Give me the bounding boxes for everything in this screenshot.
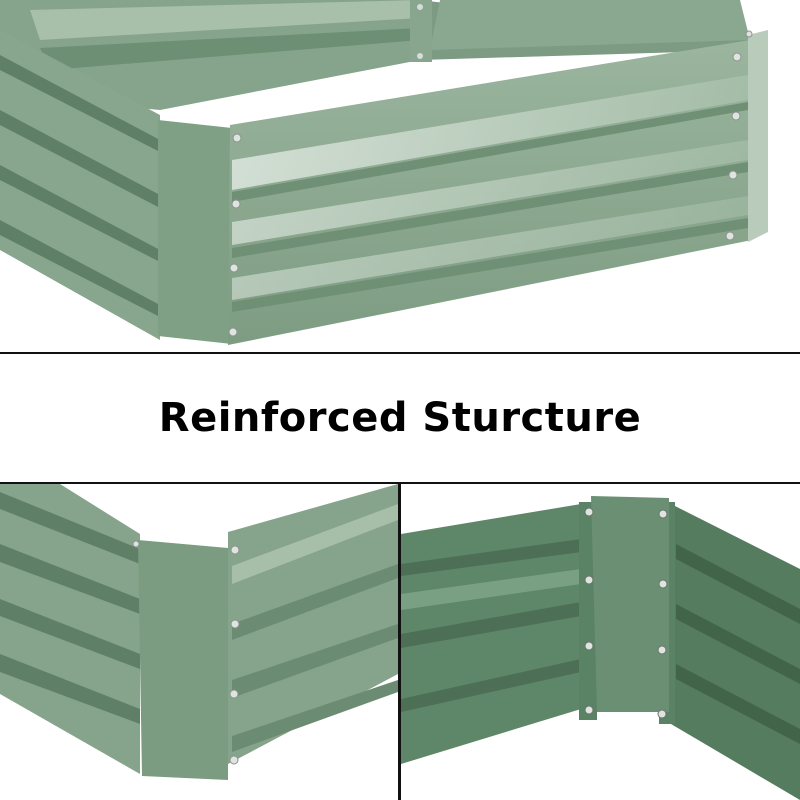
divider-vertical — [398, 482, 401, 800]
caption-title: Reinforced Sturcture — [158, 395, 642, 441]
bolt-icons — [132, 540, 240, 765]
inner-corner-bracket-illustration — [401, 496, 800, 800]
outer-corner-illustration — [0, 484, 398, 780]
product-image-bottom-right — [401, 484, 800, 800]
product-image-top — [0, 0, 800, 352]
bolt-icons — [228, 30, 753, 337]
bolt-icons — [584, 507, 668, 719]
product-image-bottom-left — [0, 484, 398, 800]
divider-horizontal-top — [0, 352, 800, 354]
garden-bed-overview-illustration — [0, 0, 768, 345]
caption-band: Reinforced Sturcture — [0, 354, 800, 482]
